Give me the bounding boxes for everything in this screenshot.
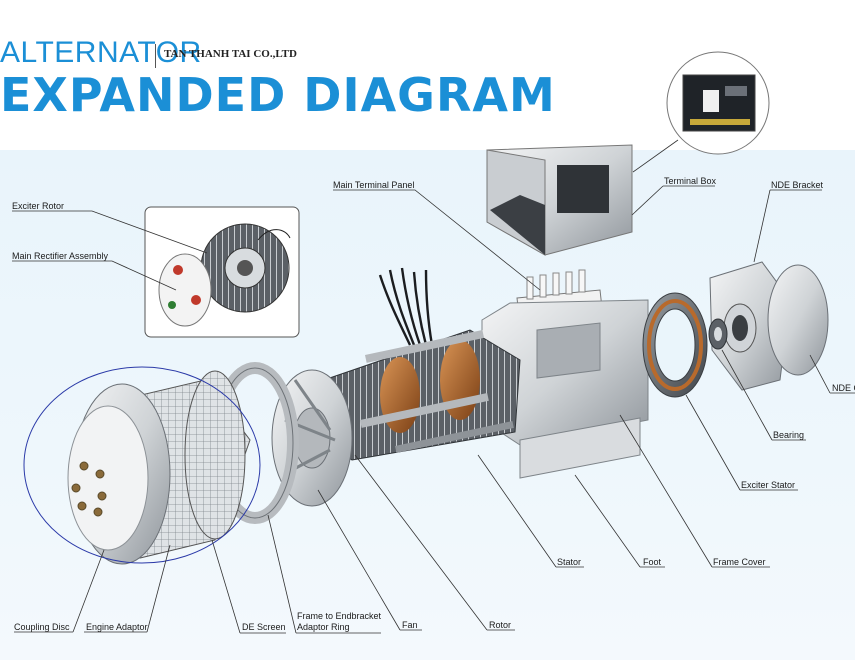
bearing [708, 318, 728, 350]
label-bearing: Bearing [773, 430, 805, 440]
label-de-screen: DE Screen [242, 622, 286, 632]
title-alternator: ALTERNATOR [0, 36, 202, 69]
label-terminal-box: Terminal Box [664, 176, 717, 186]
label-coupling-disc: Coupling Disc [14, 622, 70, 632]
label-nde-cover: NDE C [832, 383, 855, 393]
label-stator: Stator [557, 557, 582, 567]
exciter-stator [642, 292, 708, 398]
label-rotor: Rotor [489, 620, 512, 630]
label-main-terminal-panel: Main Terminal Panel [333, 180, 415, 190]
company-name: TAN THANH TAI CO.,LTD [164, 48, 297, 60]
terminal-box [486, 144, 633, 256]
label-nde-bracket: NDE Bracket [771, 180, 824, 190]
nde-bracket [709, 261, 791, 391]
label-main-rectifier-assembly: Main Rectifier Assembly [12, 251, 109, 261]
label-frame-adaptor-line2: Adaptor Ring [297, 622, 350, 632]
label-foot: Foot [643, 557, 662, 567]
label-exciter-stator: Exciter Stator [741, 480, 796, 490]
title-separator [155, 44, 156, 68]
cable-bundle [378, 267, 434, 346]
label-fan: Fan [402, 620, 418, 630]
main-frame [481, 299, 649, 479]
nde-cover [767, 264, 829, 376]
label-frame-cover: Frame Cover [713, 557, 766, 567]
stator-rotor-core [314, 329, 521, 461]
leader-lines [12, 139, 855, 634]
exciter-rotor-inset [144, 206, 300, 338]
engine-adaptor [67, 383, 171, 565]
label-frame-adaptor-line1: Frame to Endbracket [297, 611, 382, 621]
label-exciter-rotor: Exciter Rotor [12, 201, 65, 211]
label-engine-adaptor: Engine Adaptor [86, 622, 148, 632]
control-panel-inset [666, 51, 770, 155]
title-expanded-diagram: EXPANDED DIAGRAM [0, 68, 556, 122]
coupling-disc [71, 461, 107, 517]
hand-drawn-circle [23, 366, 261, 564]
